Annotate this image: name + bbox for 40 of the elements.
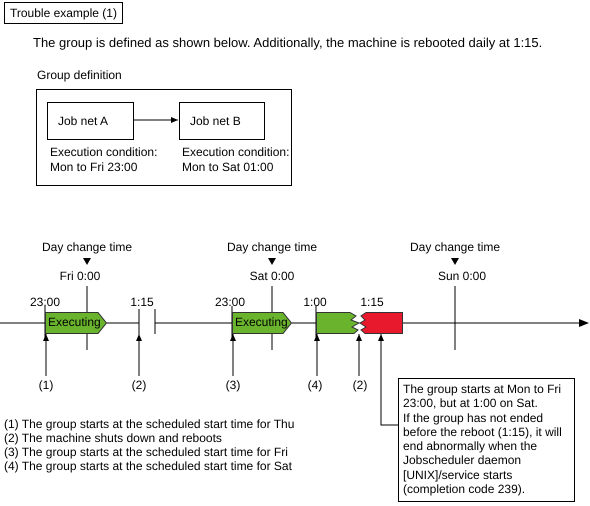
time-label: 23:00 xyxy=(214,295,246,310)
job-box: Job net A xyxy=(47,102,134,140)
callout-number: (2) xyxy=(132,378,146,392)
date-label: Sun 0:00 xyxy=(438,269,486,283)
date-label: Fri 0:00 xyxy=(60,269,100,283)
time-label: 23:00 xyxy=(30,295,60,310)
arrow xyxy=(43,334,49,376)
job-bar xyxy=(316,312,360,334)
execution-condition: Execution condition: Mon to Fri 23:00 xyxy=(50,145,158,175)
day-change-label: Day change time xyxy=(226,240,318,254)
day-change-label: Day change time xyxy=(410,240,500,254)
job-box: Job net B xyxy=(179,102,265,140)
note-text: (4) The group starts at the scheduled start time for Sat xyxy=(4,459,292,473)
callout-number: (3) xyxy=(226,378,240,392)
arrow xyxy=(136,334,142,376)
note-text: (2) The machine shuts down and reboots xyxy=(4,431,222,445)
arrow xyxy=(132,117,178,123)
arrow xyxy=(314,334,320,376)
time-label: 1:15 xyxy=(130,295,154,309)
note-text: (1) The group starts at the scheduled start time for Thu xyxy=(4,417,294,431)
note-text: (3) The group starts at the scheduled start time for Fri xyxy=(4,445,288,459)
group-heading: Group definition xyxy=(37,68,122,82)
leader-line xyxy=(378,334,398,426)
day-change-label: Day change time xyxy=(42,240,132,254)
break-mark xyxy=(138,309,156,334)
executing-bar: Executing xyxy=(232,312,292,334)
note-box: The group starts at Mon to Fri 23:00, but at 1:00 on Sat. If the group has not ended before the reboot (1:15), it will end abnormally when the Jobscheduler daemon [UNIX]/service starts (completion code 239). xyxy=(398,378,575,502)
execution-condition: Execution condition: Mon to Sat 01:00 xyxy=(182,145,290,175)
executing-bar: Executing xyxy=(45,312,107,334)
abend-bar xyxy=(359,312,403,334)
intro-text: The group is defined as shown below. Additionally, the machine is rebooted daily at 1:15. xyxy=(33,36,542,50)
time-label: 1:00 xyxy=(303,295,327,310)
time-label: 1:15 xyxy=(360,295,384,309)
callout-number: (4) xyxy=(308,378,322,392)
arrow xyxy=(356,334,362,376)
arrow xyxy=(230,334,236,376)
callout-number: (2) xyxy=(352,378,368,392)
title-box: Trouble example (1) xyxy=(4,2,123,24)
callout-number: (1) xyxy=(38,378,54,392)
date-label: Sat 0:00 xyxy=(250,269,294,283)
